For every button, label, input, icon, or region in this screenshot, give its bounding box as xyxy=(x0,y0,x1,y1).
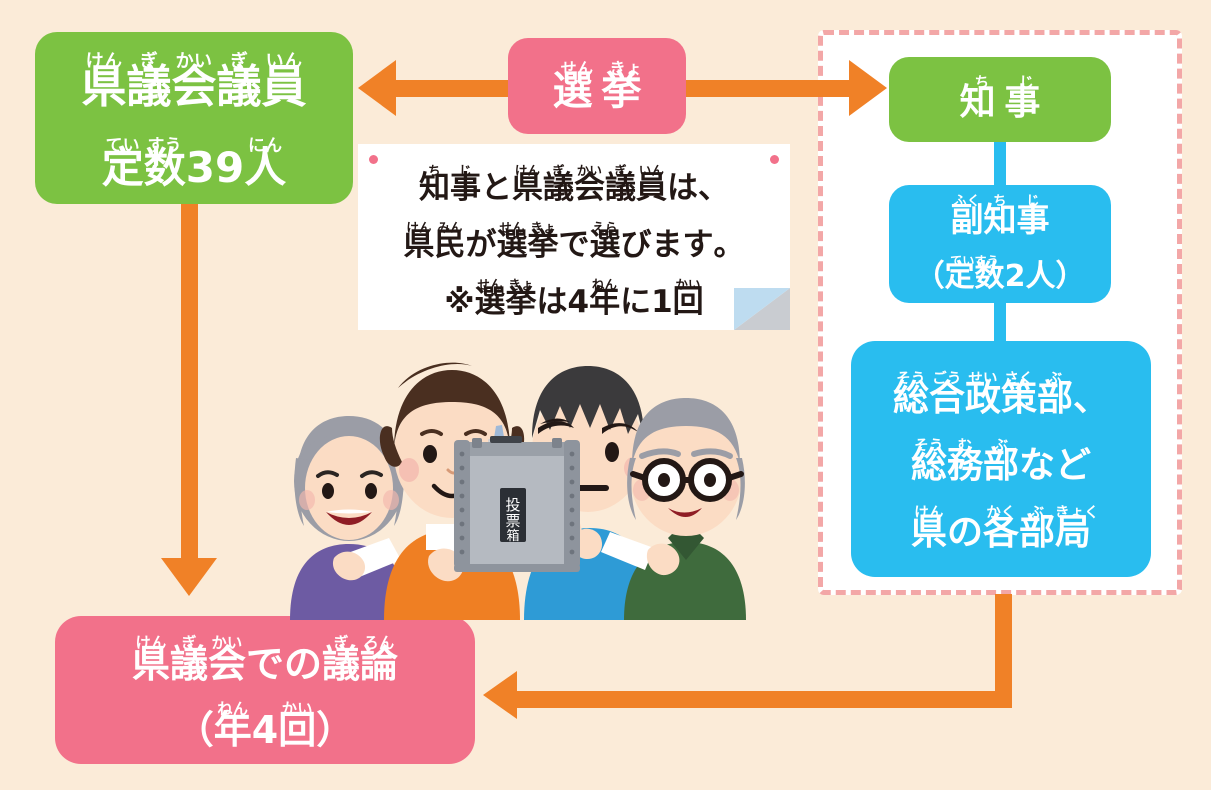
pin-right-icon xyxy=(770,155,779,164)
departments-line-3: けん県のかく各ぶ部きょく局 xyxy=(910,504,1100,553)
svg-text:票: 票 xyxy=(505,512,520,530)
arrow-election-to-council-head-icon xyxy=(358,60,396,116)
connector-governor-to-vice-governor xyxy=(994,138,1006,190)
arrow-departments-to-discussion-head-icon xyxy=(483,671,517,719)
person-elderly-man xyxy=(601,398,746,620)
box-election: せん選きょ挙 xyxy=(508,38,686,134)
discussion-title: けん県ぎ議かい会でのぎ議ろん論 xyxy=(131,633,399,686)
arrow-council-to-discussion-head-icon xyxy=(161,558,217,596)
arrow-election-to-governor-shaft xyxy=(683,80,849,97)
ballot-box-label: 投 xyxy=(505,496,520,514)
vice-governor-title: ふく副ち知じ事 xyxy=(950,193,1050,239)
pin-left-icon xyxy=(369,155,378,164)
info-card-line-2: けん県みん民がせん選きょ挙でえら選びます。 xyxy=(403,219,745,263)
departments-line-2: そう総む務ぶ部など xyxy=(910,437,1092,486)
arrow-departments-to-discussion-vertical xyxy=(995,594,1012,698)
info-card-line-1: ち知じ事とけん県ぎ議かい会ぎ議いん員は、 xyxy=(419,162,729,206)
arrow-departments-to-discussion-horizontal xyxy=(512,691,1012,708)
arrow-council-to-discussion-shaft xyxy=(181,200,198,561)
box-prefectural-departments: そう総ごう合せい政さく策ぶ部、 そう総む務ぶ部など けん県のかく各ぶ部きょく局 xyxy=(851,341,1151,577)
departments-line-1: そう総ごう合せい政さく策ぶ部、 xyxy=(892,370,1110,419)
box-governor: ち知じ事 xyxy=(889,57,1111,142)
governor-title: ち知じ事 xyxy=(959,75,1049,123)
election-title: せん選きょ挙 xyxy=(552,59,651,114)
council-title: けん県ぎ議かい会ぎ議いん員 xyxy=(81,50,307,113)
ballot-box: 投 票 箱 xyxy=(454,425,580,572)
voting-illustration: 投 票 箱 xyxy=(276,358,746,620)
arrow-election-to-council-shaft xyxy=(393,80,511,97)
info-card: ち知じ事とけん県ぎ議かい会ぎ議いん員は、 けん県みん民がせん選きょ挙でえら選びま… xyxy=(358,144,790,330)
person-elderly-woman xyxy=(290,416,408,620)
arrow-election-to-governor-head-icon xyxy=(849,60,887,116)
connector-vice-governor-to-departments xyxy=(994,298,1006,346)
svg-text:箱: 箱 xyxy=(506,528,519,544)
